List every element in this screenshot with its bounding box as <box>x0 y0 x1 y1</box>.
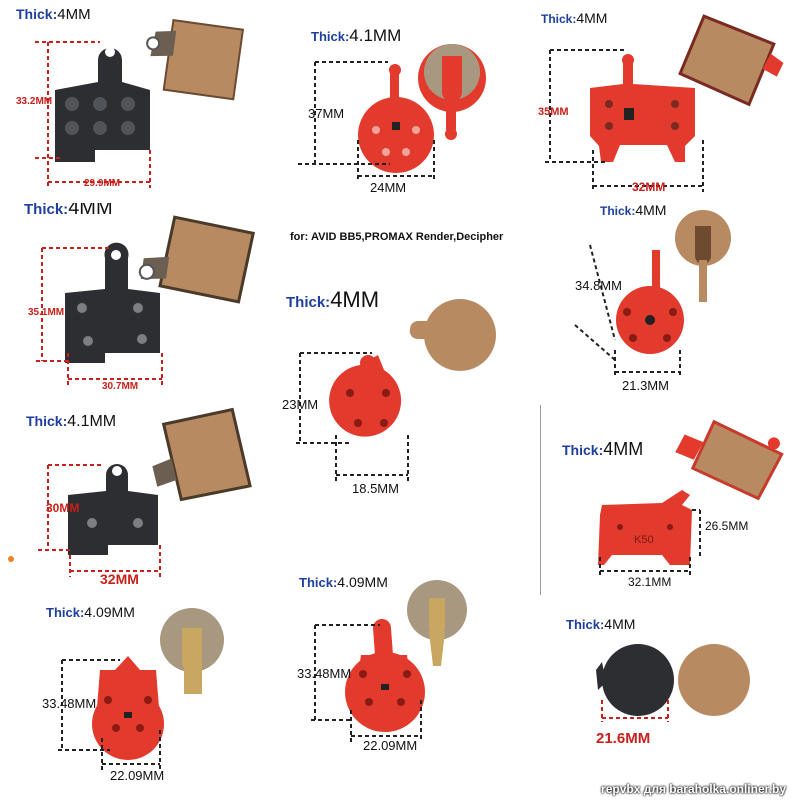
thickness-label: Thick:4MM <box>541 10 608 26</box>
disc-brake-pad-image: K50 <box>598 419 784 575</box>
dimension-height: 34.8MM <box>575 278 622 293</box>
dimension-height: 33.48MM <box>42 696 97 711</box>
dimension-width: 32MM <box>632 180 666 194</box>
dimension-width: 18.5MM <box>352 481 399 496</box>
dimension-width: 22.09MM <box>363 738 418 753</box>
disc-brake-pad-image <box>36 215 256 385</box>
product-panel-7: Thick:4.1MM 30MM 32MM <box>8 405 266 600</box>
dimension-height: 26.5MM <box>705 519 749 533</box>
disc-brake-pad-image <box>311 580 467 742</box>
thickness-label: Thick:4MM <box>562 439 644 459</box>
disc-brake-pad-image <box>296 299 496 481</box>
product-panel-5: for: AVID BB5,PROMAX Render,Decipher Thi… <box>272 205 534 510</box>
dimension-height: 33.48MM <box>297 666 352 681</box>
dimension-width: 21.3MM <box>622 378 669 393</box>
product-panel-8: Thick:4MM K50 26.5MM 32.1MM <box>542 405 800 600</box>
dimension-width: 30.7MM <box>102 381 139 392</box>
thickness-label: Thick:4MM <box>566 616 636 632</box>
product-panel-4: Thick:4MM 35.1MM 30.7MM <box>10 203 268 400</box>
dimension-width: 32.1MM <box>628 575 672 589</box>
disc-brake-pad-image <box>38 407 252 577</box>
dimension-height: 33.2MM <box>16 96 53 107</box>
product-panel-10: Thick:4.09MM 33.48MM 22.09MM <box>285 570 535 785</box>
dimension-height: 37MM <box>308 106 345 121</box>
product-panel-2: Thick:4.1MM 37MM 24MM <box>270 0 530 200</box>
product-panel-6: Thick:4MM 34.8MM 21.3MM <box>535 200 800 400</box>
product-panel-1: Thick:4MM 33.2MM 29.9MM <box>0 0 265 200</box>
compatibility-note: for: AVID BB5,PROMAX Render,Decipher <box>290 231 504 243</box>
dimension-height: 35.1MM <box>28 307 65 318</box>
thickness-label: Thick:4.09MM <box>46 604 135 620</box>
disc-brake-pad-image <box>35 18 245 188</box>
dimension-height: 35MM <box>538 106 569 118</box>
watermark: repvbx для baraholka.onliner.by <box>601 782 786 796</box>
disc-brake-pad-image <box>574 210 731 378</box>
thickness-label: Thick:4MM <box>24 203 113 219</box>
product-panel-3: Thick:4MM 35MM 32MM <box>535 0 800 200</box>
pad-mark: K50 <box>634 534 654 546</box>
product-panel-11: Thick:4MM 21.6MM <box>548 600 800 785</box>
dimension-width: 22.09MM <box>110 768 165 783</box>
product-panel-9: Thick:4.09MM 33.48MM 22.09MM <box>20 600 270 800</box>
thickness-label: Thick:4.09MM <box>299 574 388 590</box>
thickness-label: Thick:4.1MM <box>311 26 402 45</box>
disc-brake-pad-image <box>58 608 224 770</box>
disc-brake-pad-image <box>596 644 750 722</box>
dimension-height: 30MM <box>46 501 80 515</box>
dimension-width: 32MM <box>100 571 139 587</box>
thickness-label: Thick:4MM <box>286 287 380 312</box>
thickness-label: Thick:4MM <box>600 202 667 218</box>
dimension-diameter: 21.6MM <box>596 730 651 747</box>
dimension-width: 24MM <box>370 180 407 195</box>
disc-brake-pad-image <box>298 44 486 180</box>
thickness-label: Thick:4.1MM <box>26 413 117 430</box>
panel-divider <box>540 405 541 595</box>
orange-marker <box>8 556 14 562</box>
dimension-height: 23MM <box>282 397 319 412</box>
thickness-label: Thick:4MM <box>16 6 91 23</box>
dimension-width: 29.9MM <box>84 178 121 189</box>
disc-brake-pad-image <box>545 14 784 192</box>
